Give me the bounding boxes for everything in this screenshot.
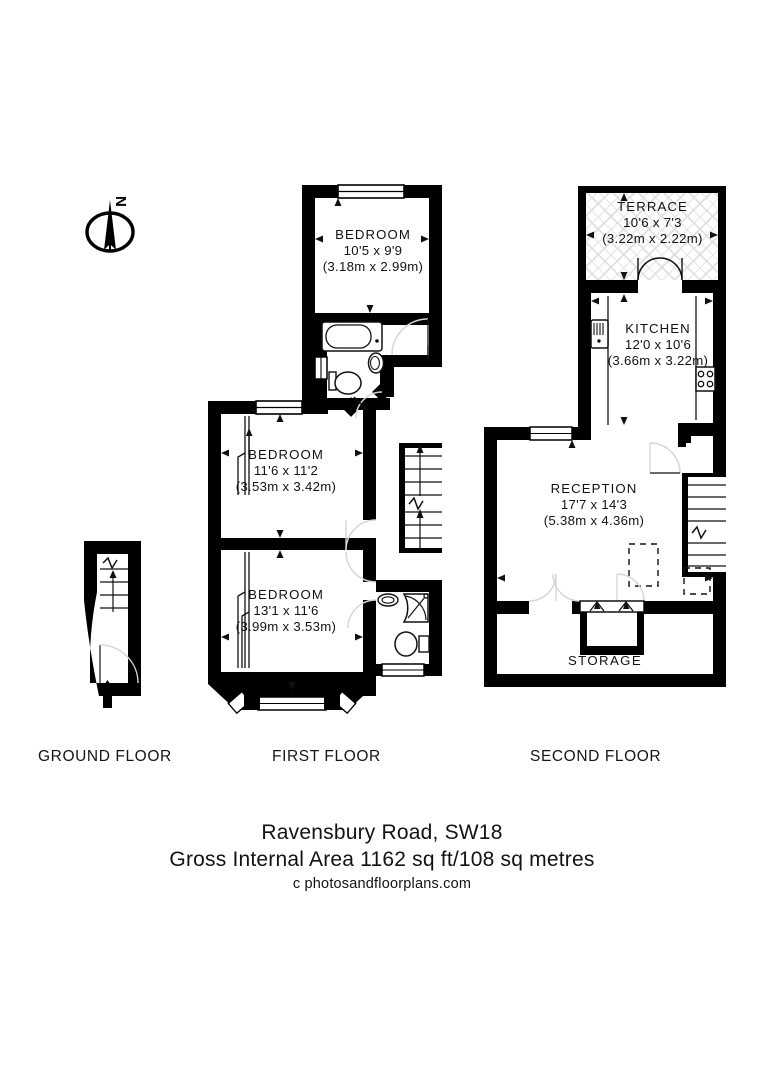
window-reception-top [529, 426, 573, 441]
chimney-breast-recess [579, 600, 645, 655]
room-label-storage: STORAGE [535, 654, 675, 667]
wardrobe-lines-bed3 [237, 552, 250, 668]
door-bedroom2 [345, 519, 377, 551]
north-arrow-icon: N [85, 196, 135, 253]
title-block: Ravensbury Road, SW18 Gross Internal Are… [0, 820, 764, 892]
door-shower-room [347, 599, 377, 629]
basin-fixture-bathroom [367, 352, 385, 374]
window-shower-room [381, 663, 425, 677]
dimension-arrows-first-floor [221, 198, 429, 690]
floor-caption-first: FIRST FLOOR [272, 748, 381, 765]
first-floor-plan [208, 184, 442, 715]
room-label-bedroom-2: BEDROOM 11'6 x 11'2 (3.53m x 3.42m) [201, 448, 371, 494]
kitchen-units [607, 296, 697, 425]
room-name-bedroom-3: BEDROOM [248, 587, 324, 602]
dimension-arrows-second-floor [497, 193, 718, 582]
first-floor-staircase [399, 443, 442, 553]
room-name-reception: RECEPTION [550, 481, 638, 496]
wardrobe-lines-bed2 [237, 416, 253, 495]
room-dim-metric-bedroom-1: (3.18m x 2.99m) [322, 259, 424, 275]
ground-floor-entry-arrow [99, 680, 116, 708]
floor-caption-second: SECOND FLOOR [530, 748, 662, 765]
window-bedroom2-top [255, 400, 303, 415]
room-dim-imperial-kitchen: 12'0 x 10'6 [624, 337, 692, 353]
room-label-reception: RECEPTION 17'7 x 14'3 (5.38m x 4.36m) [505, 482, 683, 528]
kitchen-sink-fixture [590, 319, 609, 349]
bay-window-bedroom3 [208, 672, 376, 715]
ground-floor-plan [84, 541, 141, 708]
room-dim-metric-kitchen: (3.66m x 3.22m) [607, 353, 709, 369]
door-landing-second-floor [649, 442, 681, 474]
room-name-bedroom-1: BEDROOM [335, 227, 411, 242]
room-dim-imperial-bedroom-3: 13'1 x 11'6 [253, 603, 319, 619]
room-label-bedroom-3: BEDROOM 13'1 x 11'6 (3.99m x 3.53m) [201, 588, 371, 634]
room-name-kitchen: KITCHEN [625, 321, 691, 336]
bathtub-fixture [321, 321, 383, 352]
room-name-bedroom-2: BEDROOM [248, 447, 324, 462]
floor-caption-ground: GROUND FLOOR [38, 748, 172, 765]
room-dim-imperial-bedroom-2: 11'6 x 11'2 [253, 463, 319, 479]
window-bedroom1-top [337, 184, 405, 199]
room-name-terrace: TERRACE [617, 199, 688, 214]
room-dim-metric-bedroom-3: (3.99m x 3.53m) [235, 619, 337, 635]
alcove-markers [628, 543, 711, 595]
second-floor-plan [484, 186, 726, 687]
door-landing-right [391, 318, 442, 367]
gross-internal-area: Gross Internal Area 1162 sq ft/108 sq me… [169, 847, 595, 871]
kitchen-hob-fixture [695, 366, 716, 392]
doors-reception-storage [528, 573, 645, 602]
terrace-area [578, 186, 726, 286]
room-dim-metric-bedroom-2: (3.53m x 3.42m) [235, 479, 337, 495]
room-dim-imperial-reception: 17'7 x 14'3 [560, 497, 628, 513]
room-name-storage: STORAGE [567, 653, 643, 668]
room-dim-imperial-terrace: 10'6 x 7'3 [623, 215, 682, 231]
second-floor-staircase [682, 473, 726, 577]
room-dim-imperial-bedroom-1: 10'5 x 9'9 [343, 243, 403, 259]
toilet-fixture-shower-room [394, 631, 430, 657]
toilet-fixture-bathroom [328, 371, 362, 395]
french-doors-terrace [637, 257, 683, 293]
svg-text:N: N [112, 196, 129, 207]
ground-floor-entrance-door [99, 644, 139, 684]
credit-line: c photosandfloorplans.com [292, 875, 472, 892]
window-bathroom [314, 356, 328, 380]
door-bedroom3 [345, 551, 377, 583]
room-label-terrace: TERRACE 10'6 x 7'3 (3.22m x 2.22m) [580, 200, 725, 246]
room-dim-metric-terrace: (3.22m x 2.22m) [602, 231, 703, 247]
shower-cubicle-fixture [402, 593, 429, 623]
room-dim-metric-reception: (5.38m x 4.36m) [543, 513, 645, 529]
room-label-bedroom-1: BEDROOM 10'5 x 9'9 (3.18m x 2.99m) [288, 228, 458, 274]
ground-floor-staircase [100, 554, 128, 617]
basin-fixture-shower-room [377, 593, 399, 607]
property-address: Ravensbury Road, SW18 [261, 821, 503, 844]
room-label-kitchen: KITCHEN 12'0 x 10'6 (3.66m x 3.22m) [583, 322, 733, 368]
